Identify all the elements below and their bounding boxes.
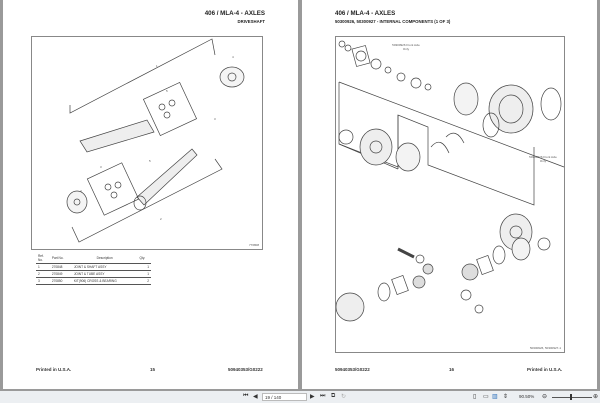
driveshaft-drawing xyxy=(66,38,245,243)
internal-components-diagram: 50300926 Front Axle Only 50300926 Front … xyxy=(335,36,565,353)
next-page-icon[interactable]: ▶ xyxy=(310,394,315,400)
callout-3: 3 xyxy=(214,117,216,121)
col-qty: Qty. xyxy=(139,256,146,260)
zoom-in-icon[interactable]: ⊕ xyxy=(593,394,599,400)
cell: JOINT & SHAFT ASSY xyxy=(73,265,107,269)
first-page-icon[interactable]: ⏮ xyxy=(243,393,249,399)
zoom-slider[interactable] xyxy=(552,397,592,398)
cell: 270848 xyxy=(51,265,63,269)
pdf-page-15: 406 / MLA-4 - AXLES DRIVESHAFT 1 2 3 3 4… xyxy=(3,0,298,389)
two-page-view-icon[interactable]: ▥ xyxy=(492,394,498,400)
table-row: 3 270850 KIT(906) CROSS & BEARING 2 xyxy=(36,277,151,285)
footer-page-number: 15 xyxy=(150,367,156,372)
footer-right: 50940353/G0222 xyxy=(228,367,263,372)
cell: KIT(906) CROSS & BEARING xyxy=(73,279,117,283)
page-title: 406 / MLA-4 - AXLES xyxy=(335,10,396,17)
figure-id: 776808 xyxy=(248,243,259,247)
cell: JOINT & TUBE ASSY xyxy=(73,272,105,276)
last-page-icon[interactable]: ⏭ xyxy=(320,393,326,399)
note-front-axle-only: 50300926 Front Axle Only xyxy=(392,43,420,51)
zoom-level[interactable]: 90.50% xyxy=(519,394,535,399)
viewer-toolbar: ⏮ ◀ 19 / 140 ▶ ⏭ ⧉ ↻ ▯ ▭ ▥ ⇕ 90.50% ⊖ ⊕ xyxy=(0,391,600,403)
components-drawing xyxy=(335,40,565,322)
parts-table: Ref. No. Part No. Description Qty. 1 2708… xyxy=(36,253,151,285)
callout-1: 1 xyxy=(156,64,158,68)
callout-4: 4 xyxy=(232,55,234,59)
col-part: Part No. xyxy=(51,256,64,260)
callout-5b: 5 xyxy=(149,159,151,163)
callout-5: 5 xyxy=(166,89,168,93)
callout-4b: 4 xyxy=(80,189,82,193)
callout-3b: 3 xyxy=(100,165,102,169)
cell: 270850 xyxy=(51,279,63,283)
footer-left: 50940353/G0222 xyxy=(335,367,370,372)
cell: 2 xyxy=(147,279,149,283)
cell: 270849 xyxy=(51,272,63,276)
footer-page-number: 16 xyxy=(449,367,455,372)
col-desc: Description xyxy=(96,256,113,260)
cell: 2 xyxy=(38,272,40,276)
cell: 1 xyxy=(147,272,149,276)
continuous-view-icon[interactable]: ▭ xyxy=(483,394,489,400)
driveshaft-diagram: 1 2 3 3 4 4 5 5 776808 xyxy=(31,36,263,250)
rotate-icon[interactable]: ↻ xyxy=(341,394,347,400)
note-front-axle-only-2: 50300926 Front Axle Only xyxy=(529,155,557,163)
cell: 1 xyxy=(38,265,40,269)
callout-2: 2 xyxy=(160,217,162,221)
footer-left: Printed in U.S.A. xyxy=(36,367,72,372)
cell: 1 xyxy=(147,265,149,269)
table-row: 1 270848 JOINT & SHAFT ASSY 1 xyxy=(36,263,151,271)
zoom-slider-thumb[interactable] xyxy=(570,394,572,400)
single-page-view-icon[interactable]: ▯ xyxy=(473,394,477,400)
page-number-input[interactable]: 19 / 140 xyxy=(262,393,307,401)
page-subtitle: DRIVESHAFT xyxy=(237,19,265,24)
figure-id: 50300926, 50300927-1 xyxy=(529,346,561,350)
zoom-out-icon[interactable]: ⊖ xyxy=(542,394,548,400)
fit-icon[interactable]: ⇕ xyxy=(503,394,509,400)
page-subtitle: 50300926, 50300927 - INTERNAL COMPONENTS… xyxy=(335,19,451,24)
table-row: 2 270849 JOINT & TUBE ASSY 1 xyxy=(36,270,151,278)
pdf-page-16: 406 / MLA-4 - AXLES 50300926, 50300927 -… xyxy=(302,0,597,389)
previous-page-icon[interactable]: ◀ xyxy=(253,394,258,400)
page-title: 406 / MLA-4 - AXLES xyxy=(204,10,265,17)
cell: 3 xyxy=(38,279,40,283)
footer-right: Printed in U.S.A. xyxy=(527,367,563,372)
col-ref: Ref. No. xyxy=(38,254,44,262)
copy-icon[interactable]: ⧉ xyxy=(331,393,336,399)
